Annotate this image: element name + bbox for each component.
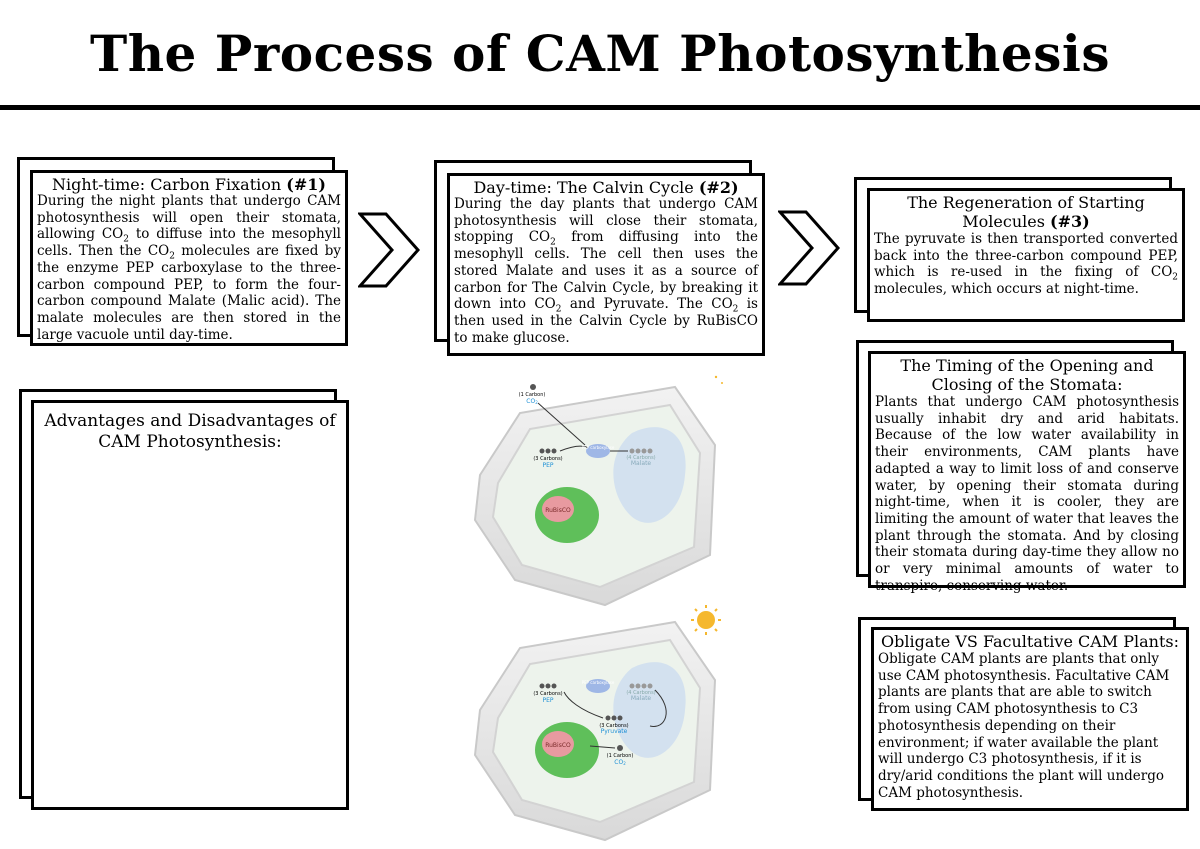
enzyme-label: PEP carboxylase xyxy=(582,680,615,685)
co2-label: CO2 xyxy=(526,398,538,405)
obligate-body: Obligate CAM plants are plants that only… xyxy=(878,651,1170,801)
chevron-right-icon xyxy=(358,212,421,288)
timing-box: The Timing of the Opening and Closing of… xyxy=(868,351,1186,594)
malate-label: Malate xyxy=(631,460,652,467)
night-cell-diagram: RuBisCO (1 Carbon) CO2 (3 Carbons) PEP P… xyxy=(473,370,723,607)
page-title: The Process of CAM Photosynthesis xyxy=(90,24,1110,83)
regen-heading: The Regeneration of Starting Molecules (… xyxy=(907,193,1145,231)
day-heading: Day-time: The Calvin Cycle (#2) xyxy=(473,178,739,197)
regen-body: The pyruvate is then transported convert… xyxy=(874,231,1178,298)
co2-molecule xyxy=(530,384,536,390)
pyruvate-label: Pyruvate xyxy=(601,728,628,735)
pep-label: PEP xyxy=(542,697,553,704)
night-body: During the night plants that undergo CAM… xyxy=(37,193,341,343)
enzyme xyxy=(586,679,610,693)
rubisco xyxy=(542,496,574,522)
sun-icon xyxy=(691,605,721,635)
enzyme xyxy=(586,444,610,458)
night-box: Night-time: Carbon Fixation (#1) During … xyxy=(30,170,348,346)
pep-carbon-label: (3 Carbons) xyxy=(533,691,562,697)
advantages-box: Advantages and Disadvantages of CAM Phot… xyxy=(31,400,349,810)
malate-carbon-label: (4 Carbons) xyxy=(626,690,655,696)
day-body: During the day plants that undergo CAM p… xyxy=(454,196,759,346)
co2-carbon-label: (1 Carbon) xyxy=(519,392,546,398)
rubisco xyxy=(542,731,574,757)
obligate-heading: Obligate VS Facultative CAM Plants: xyxy=(880,632,1180,651)
obligate-box: Obligate VS Facultative CAM Plants: Obli… xyxy=(871,627,1189,811)
co2-carbon-label: (1 Carbon) xyxy=(607,753,634,759)
enzyme-label: PEP carboxylase xyxy=(582,445,615,450)
regen-box: The Regeneration of Starting Molecules (… xyxy=(867,188,1185,322)
malate-label: Malate xyxy=(631,695,652,702)
timing-heading: The Timing of the Opening and Closing of… xyxy=(900,356,1154,394)
chevron-right-icon xyxy=(778,210,841,286)
rubisco-label: RuBisCO xyxy=(545,507,571,514)
title-rule xyxy=(0,105,1200,110)
co2-label: CO2 xyxy=(614,759,626,766)
day-cell-diagram: RuBisCO (3 Carbons) PEP PEP carboxylase … xyxy=(473,605,721,842)
co2-arrow xyxy=(537,402,586,446)
night-heading: Night-time: Carbon Fixation (#1) xyxy=(52,175,326,194)
pyruvate-carbon-label: (3 Carbons) xyxy=(599,723,628,729)
advantages-heading: Advantages and Disadvantages of CAM Phot… xyxy=(44,411,336,452)
day-box: Day-time: The Calvin Cycle (#2) During t… xyxy=(447,173,765,356)
rubisco-label: RuBisCO xyxy=(545,742,571,749)
pep-carbon-label: (3 Carbons) xyxy=(533,456,562,462)
moon-icon xyxy=(698,370,718,395)
timing-body: Plants that undergo CAM photosynthesis u… xyxy=(875,394,1179,594)
malate-carbon-label: (4 Carbons) xyxy=(626,455,655,461)
pep-label: PEP xyxy=(542,462,553,469)
